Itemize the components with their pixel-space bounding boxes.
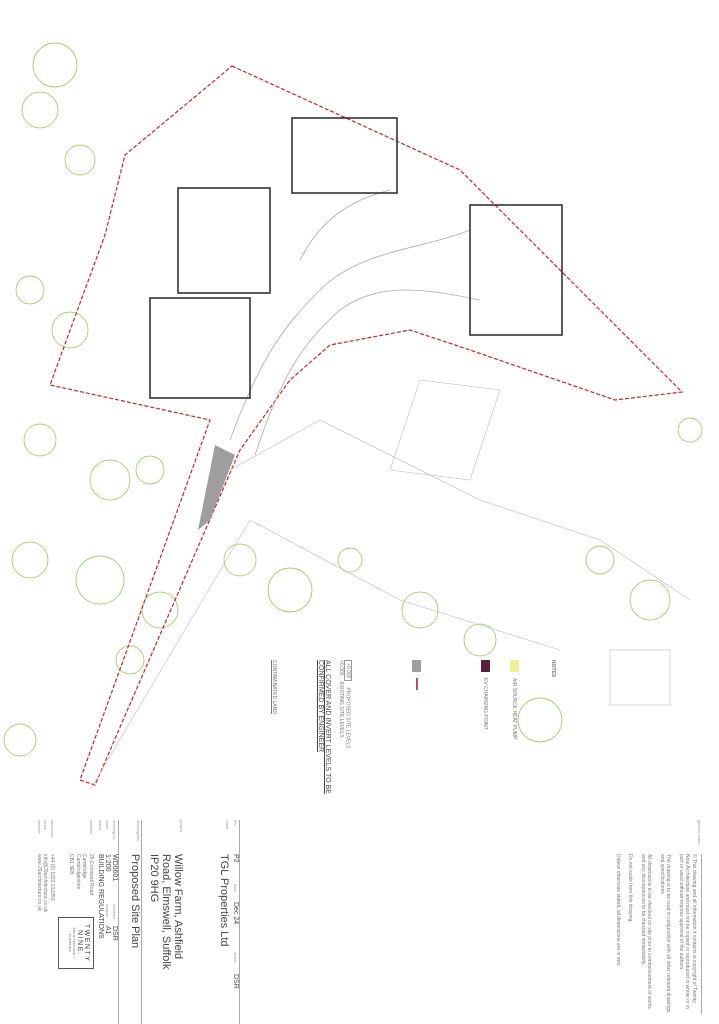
tree-canopy	[32, 42, 78, 88]
tree-canopy	[15, 275, 45, 305]
website[interactable]: websitewww.29architecture.co.uk	[36, 820, 42, 911]
tree-canopy	[21, 91, 59, 129]
tree-canopy	[629, 579, 671, 621]
tree-canopy	[23, 423, 57, 457]
status-value: BUILDING REGULATIONS	[97, 854, 104, 939]
tree-canopy	[51, 311, 89, 349]
tree-canopy	[115, 645, 145, 675]
telephone: telephone+44 (0) 1223 212253	[49, 820, 55, 901]
tree-canopy	[401, 591, 439, 629]
tree-canopy	[267, 567, 313, 613]
tree-canopy	[223, 543, 257, 577]
email[interactable]: emailinfo@29architecture.co.uk	[42, 820, 49, 913]
tree-canopy	[677, 417, 703, 443]
general-notes-label: general notes	[697, 820, 702, 845]
checked-value: DSR	[111, 926, 118, 941]
tree-canopy	[64, 144, 96, 176]
date-value: Dec 24	[232, 902, 239, 925]
tree-canopy	[463, 623, 497, 657]
building-plot-2	[177, 187, 271, 294]
building-plot-3	[149, 297, 251, 399]
existing-boundaries	[229, 419, 691, 601]
drawn-value: DSR	[232, 974, 239, 989]
trees	[3, 42, 703, 757]
tree-canopy	[337, 547, 363, 573]
tree-canopy	[141, 591, 179, 629]
building-plot-4	[469, 204, 563, 336]
tree-canopy	[89, 459, 131, 501]
rev-value: P2	[232, 854, 239, 863]
tree-canopy	[75, 555, 125, 605]
tree-canopy	[3, 723, 37, 757]
scale-value: 1:200	[104, 854, 111, 872]
site-boundary	[49, 65, 684, 786]
tree-canopy	[135, 455, 165, 485]
client-value: TGL Properties Ltd	[218, 854, 230, 947]
building-plot-1	[291, 117, 398, 194]
general-notes: © This drawing and all information it co…	[614, 854, 702, 1014]
drawing-no: WD0601	[111, 854, 118, 882]
engineer-note: ALL COVER AND INVERT LEVELS TO BE CONFIR…	[317, 660, 332, 794]
existing-building	[389, 379, 501, 481]
project-value: Willow Farm, Ashfield Road, Elmswell, Su…	[148, 854, 184, 970]
hatched-area	[198, 445, 235, 530]
original-value: A1	[104, 926, 111, 935]
title-block: general notes © This drawing and all inf…	[30, 820, 710, 1024]
drawing-title: Proposed Site Plan	[129, 854, 141, 949]
outbuilding	[609, 649, 671, 706]
tree-canopy	[11, 541, 49, 579]
tree-canopy	[517, 697, 563, 743]
access-road	[229, 189, 481, 456]
tree-canopy	[585, 545, 615, 575]
